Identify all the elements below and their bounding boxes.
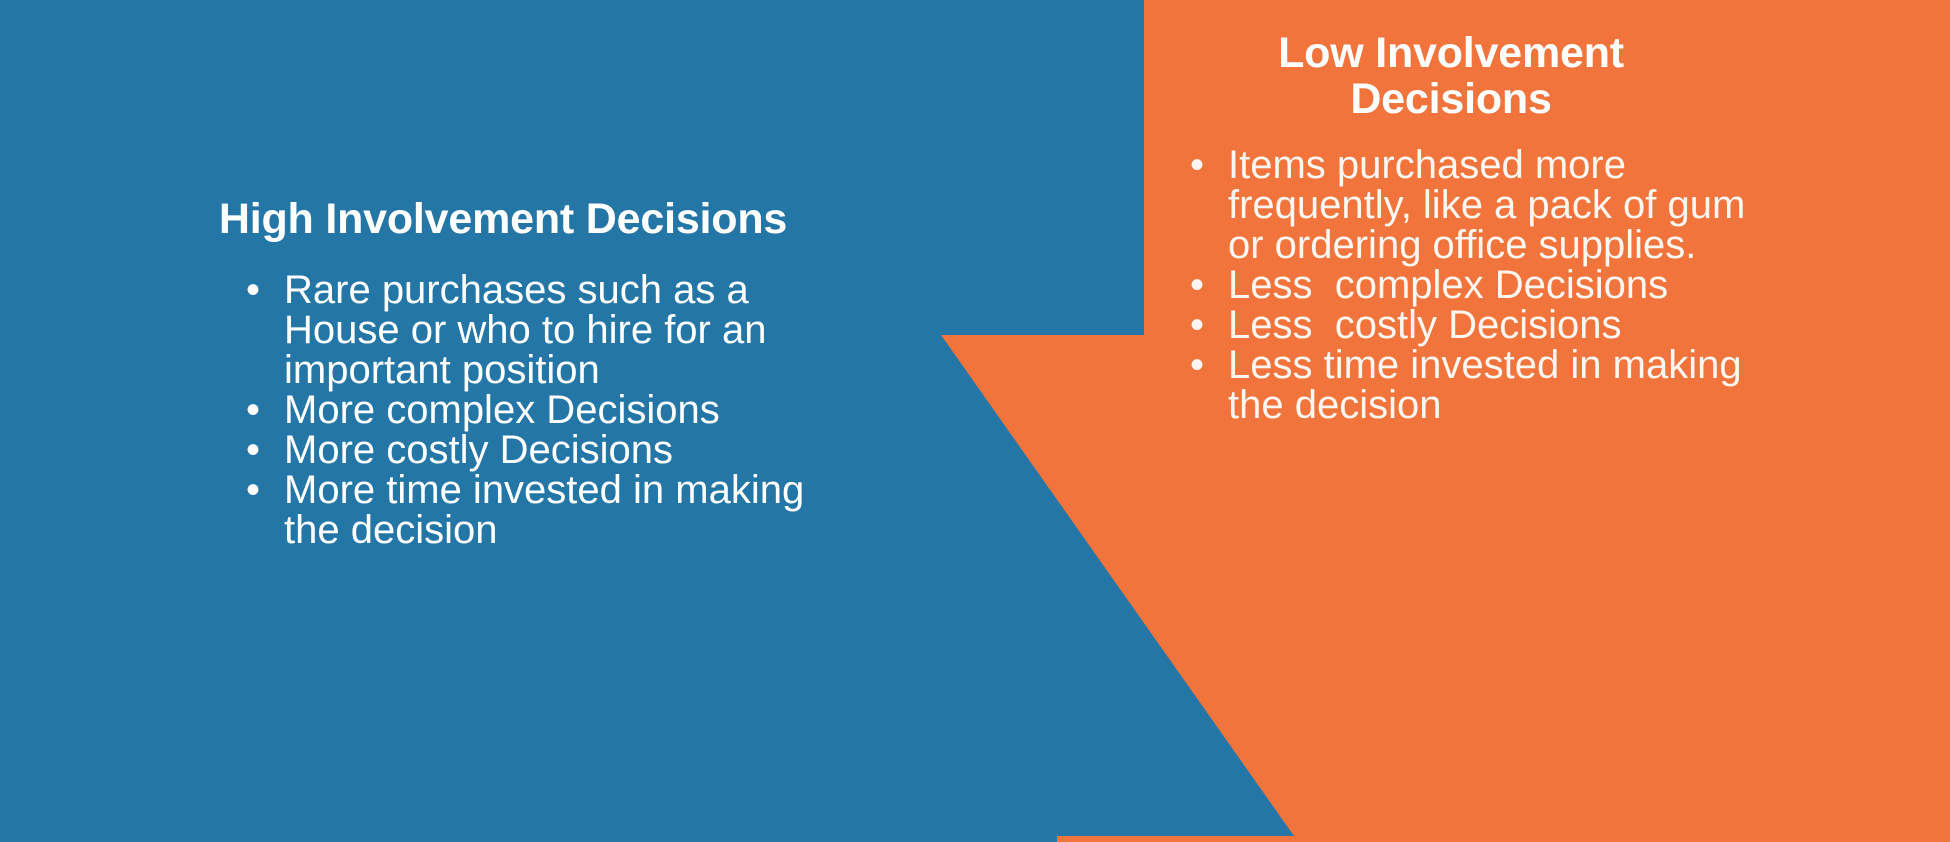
list-item: More time invested in making the decisio… [232, 470, 862, 550]
list-item: Less complex Decisions [1176, 265, 1760, 305]
list-item: More complex Decisions [232, 390, 862, 430]
high-involvement-title: High Involvement Decisions [218, 195, 788, 243]
list-item: Less costly Decisions [1176, 305, 1760, 345]
low-involvement-panel: Low Involvement Decisions Items purchase… [1160, 30, 1760, 425]
high-involvement-panel: High Involvement Decisions Rare purchase… [150, 195, 862, 551]
list-item: Rare purchases such as a House or who to… [232, 270, 862, 390]
low-involvement-bullet-list: Items purchased more frequently, like a … [1160, 145, 1760, 425]
high-involvement-bullet-list: Rare purchases such as a House or who to… [150, 270, 862, 550]
low-involvement-title: Low Involvement Decisions [1278, 29, 1624, 124]
list-item: Less time invested in making the decisio… [1176, 345, 1760, 425]
list-item: Items purchased more frequently, like a … [1176, 145, 1760, 265]
list-item: More costly Decisions [232, 430, 862, 470]
